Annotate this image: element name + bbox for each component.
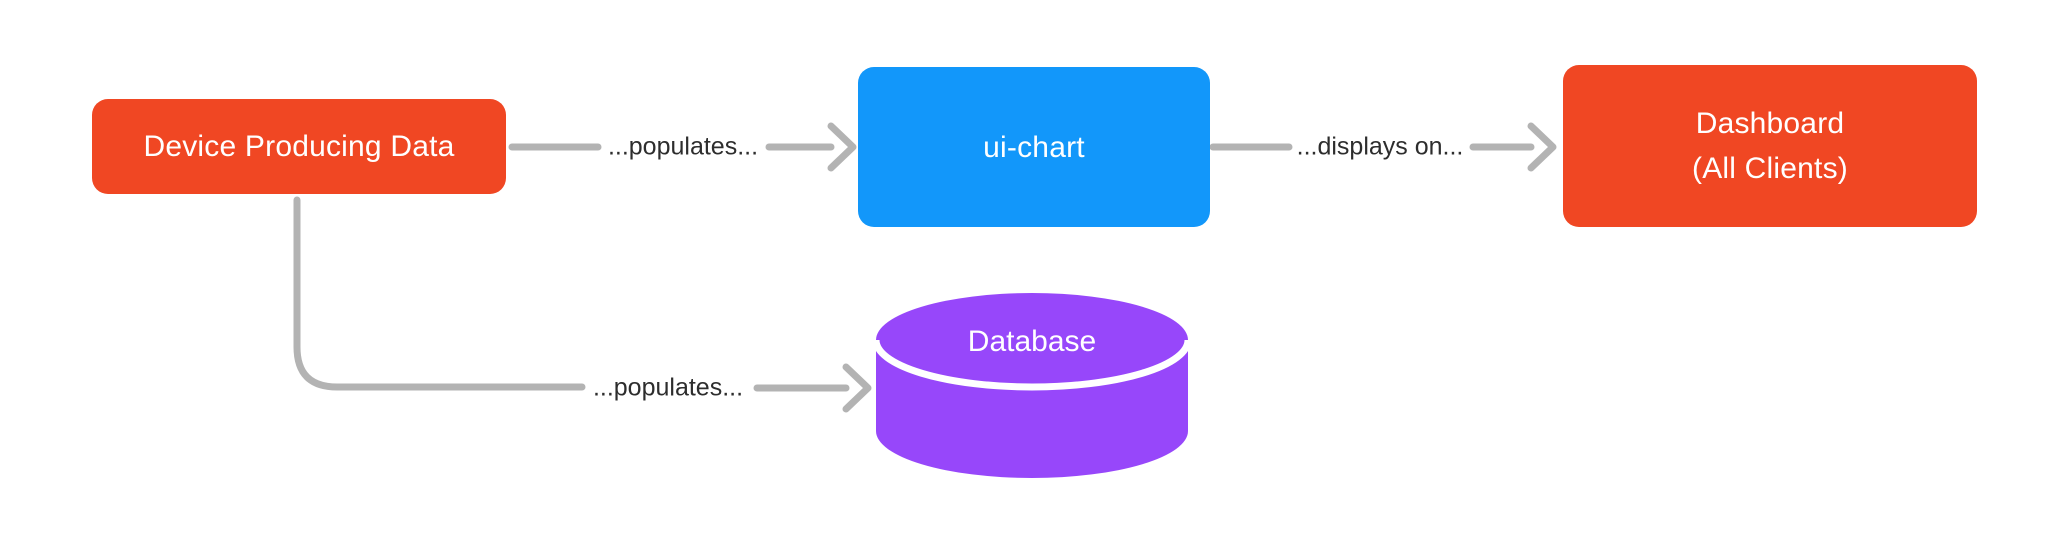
edge-label-displays-on: ...displays on...: [1296, 132, 1464, 161]
edge-device-to-database-elbow-line: [293, 196, 586, 391]
cylinder-separator-line: [872, 339, 1192, 391]
edge-uichart-to-dashboard-arrowhead-icon: [1527, 122, 1557, 172]
node-ui-chart: ui-chart: [858, 67, 1210, 227]
node-device-label: Device Producing Data: [143, 130, 455, 163]
node-dashboard-label-line1: Dashboard: [1695, 107, 1845, 140]
cylinder-top: [876, 293, 1188, 387]
edge-device-to-uichart-arrowhead-icon: [827, 122, 857, 172]
node-database-label: Database: [967, 325, 1097, 358]
edge-label-populates-top: ...populates...: [607, 132, 759, 161]
edge-label-populates-bottom: ...populates...: [592, 373, 744, 402]
cylinder-body: [876, 340, 1188, 478]
node-ui-chart-label: ui-chart: [983, 130, 1085, 164]
edge-device-to-database-arrowhead-icon: [842, 363, 872, 413]
node-dashboard: Dashboard (All Clients): [1563, 65, 1977, 227]
node-dashboard-label-line2: (All Clients): [1692, 152, 1848, 185]
node-database-cylinder: [872, 293, 1192, 478]
node-device-producing-data: Device Producing Data: [92, 99, 506, 194]
